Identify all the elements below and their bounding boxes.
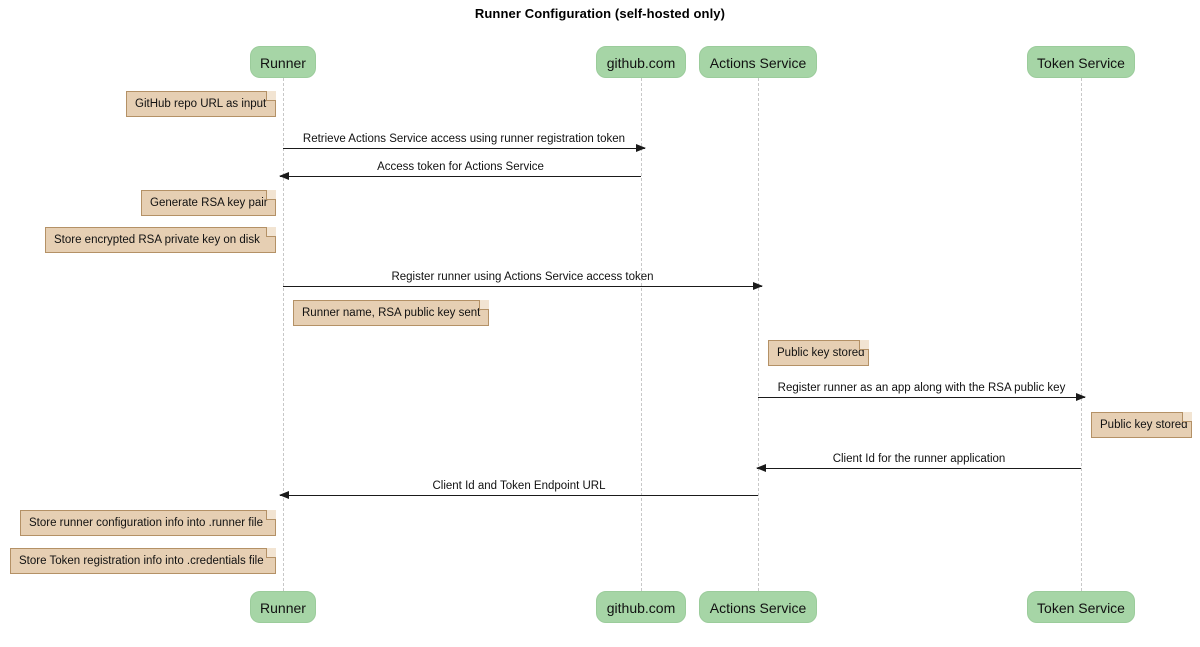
note-fold-corner-icon [479, 300, 489, 310]
arrow-right-icon [636, 143, 646, 152]
participant-github-bottom[interactable]: github.com [596, 591, 686, 623]
message-label: Register runner using Actions Service ac… [391, 271, 654, 283]
note-text: Store Token registration info into .cred… [19, 555, 264, 567]
note-fold-corner-icon [266, 190, 276, 200]
lifeline-actions [758, 78, 759, 591]
note-generate-rsa: Generate RSA key pair [141, 190, 276, 216]
note-store-token: Store Token registration info into .cred… [10, 548, 276, 574]
note-text: Store runner configuration info into .ru… [29, 517, 263, 529]
participant-runner-top[interactable]: Runner [250, 46, 316, 78]
message-msg-client-id: Client Id for the runner application [756, 453, 1081, 472]
message-label: Retrieve Actions Service access using ru… [302, 133, 626, 145]
note-runner-name: Runner name, RSA public key sent [293, 300, 489, 326]
note-fold-corner-icon [859, 340, 869, 350]
note-store-private: Store encrypted RSA private key on disk [45, 227, 276, 253]
note-text: Public key stored [1100, 419, 1188, 431]
arrow-left-icon [279, 171, 289, 180]
diagram-title: Runner Configuration (self-hosted only) [474, 6, 726, 21]
note-text: Store encrypted RSA private key on disk [54, 234, 260, 246]
lifeline-github [641, 78, 642, 591]
arrow-right-icon [753, 281, 763, 290]
arrow-right-icon [1076, 392, 1086, 401]
message-msg-register-runner: Register runner using Actions Service ac… [283, 271, 763, 290]
note-fold-corner-icon [266, 510, 276, 520]
message-msg-client-id-endpoint: Client Id and Token Endpoint URL [279, 480, 758, 499]
arrow-left-icon [279, 490, 289, 499]
note-fold-corner-icon [266, 91, 276, 101]
participant-actions-bottom[interactable]: Actions Service [699, 591, 817, 623]
note-text: Runner name, RSA public key sent [302, 307, 481, 319]
note-fold-corner-icon [266, 227, 276, 237]
participant-github-top[interactable]: github.com [596, 46, 686, 78]
participant-runner-bottom[interactable]: Runner [250, 591, 316, 623]
message-msg-access-token: Access token for Actions Service [279, 161, 641, 180]
message-label: Client Id for the runner application [832, 453, 1006, 465]
participant-actions-top[interactable]: Actions Service [699, 46, 817, 78]
lifeline-token [1081, 78, 1082, 591]
note-public-key-1: Public key stored [768, 340, 869, 366]
note-public-key-2: Public key stored [1091, 412, 1192, 438]
lifeline-runner [283, 78, 284, 591]
note-fold-corner-icon [1182, 412, 1192, 422]
note-text: Generate RSA key pair [150, 197, 268, 209]
note-repo-url: GitHub repo URL as input [126, 91, 276, 117]
note-text: GitHub repo URL as input [135, 98, 267, 110]
message-msg-retrieve-access: Retrieve Actions Service access using ru… [283, 133, 646, 152]
note-text: Public key stored [777, 347, 865, 359]
participant-token-top[interactable]: Token Service [1027, 46, 1135, 78]
note-fold-corner-icon [266, 548, 276, 558]
arrow-left-icon [756, 463, 766, 472]
note-store-runner: Store runner configuration info into .ru… [20, 510, 276, 536]
message-msg-register-app: Register runner as an app along with the… [758, 382, 1086, 401]
message-label: Register runner as an app along with the… [777, 382, 1066, 394]
message-label: Access token for Actions Service [377, 161, 544, 173]
participant-token-bottom[interactable]: Token Service [1027, 591, 1135, 623]
message-label: Client Id and Token Endpoint URL [432, 480, 606, 492]
